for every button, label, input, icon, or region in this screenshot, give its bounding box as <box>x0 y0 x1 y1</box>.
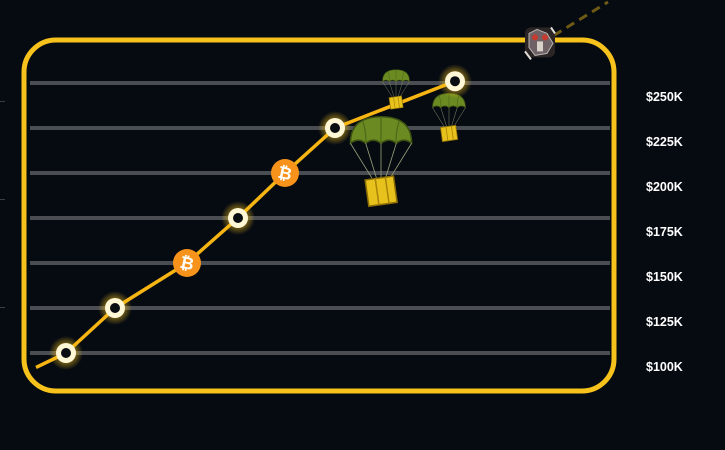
y-tick-label: $225K <box>646 135 683 149</box>
y-tick-label: $250K <box>646 90 683 104</box>
y-tick-label: $175K <box>646 225 683 239</box>
glowing-ring-icon <box>318 111 352 145</box>
y-tick-label: $125K <box>646 315 683 329</box>
glowing-ring-icon <box>49 336 83 370</box>
edge-tick <box>0 307 5 308</box>
rocket-icon <box>524 26 556 61</box>
chart-frame <box>21 37 617 394</box>
parachute-crate-icon <box>349 115 413 208</box>
parachute-crate-icon <box>382 69 410 110</box>
edge-tick <box>0 101 5 102</box>
bitcoin-icon: ₿ <box>173 249 201 277</box>
glowing-ring-icon <box>438 64 472 99</box>
frame-border <box>21 37 617 394</box>
svg-text:₿: ₿ <box>276 163 294 185</box>
y-tick-label: $100K <box>646 360 683 374</box>
y-tick-label: $200K <box>646 180 683 194</box>
parachute-drops <box>349 69 466 208</box>
projection-line <box>540 0 609 45</box>
y-tick-label: $150K <box>646 270 683 284</box>
edge-tick <box>0 199 5 200</box>
glowing-ring-icon <box>98 291 132 325</box>
glowing-ring-icon <box>221 201 255 235</box>
svg-text:₿: ₿ <box>178 253 196 275</box>
parachute-crate-icon <box>432 92 466 143</box>
bitcoin-icon: ₿ <box>271 159 299 187</box>
series-markers: ₿₿ <box>49 26 556 370</box>
